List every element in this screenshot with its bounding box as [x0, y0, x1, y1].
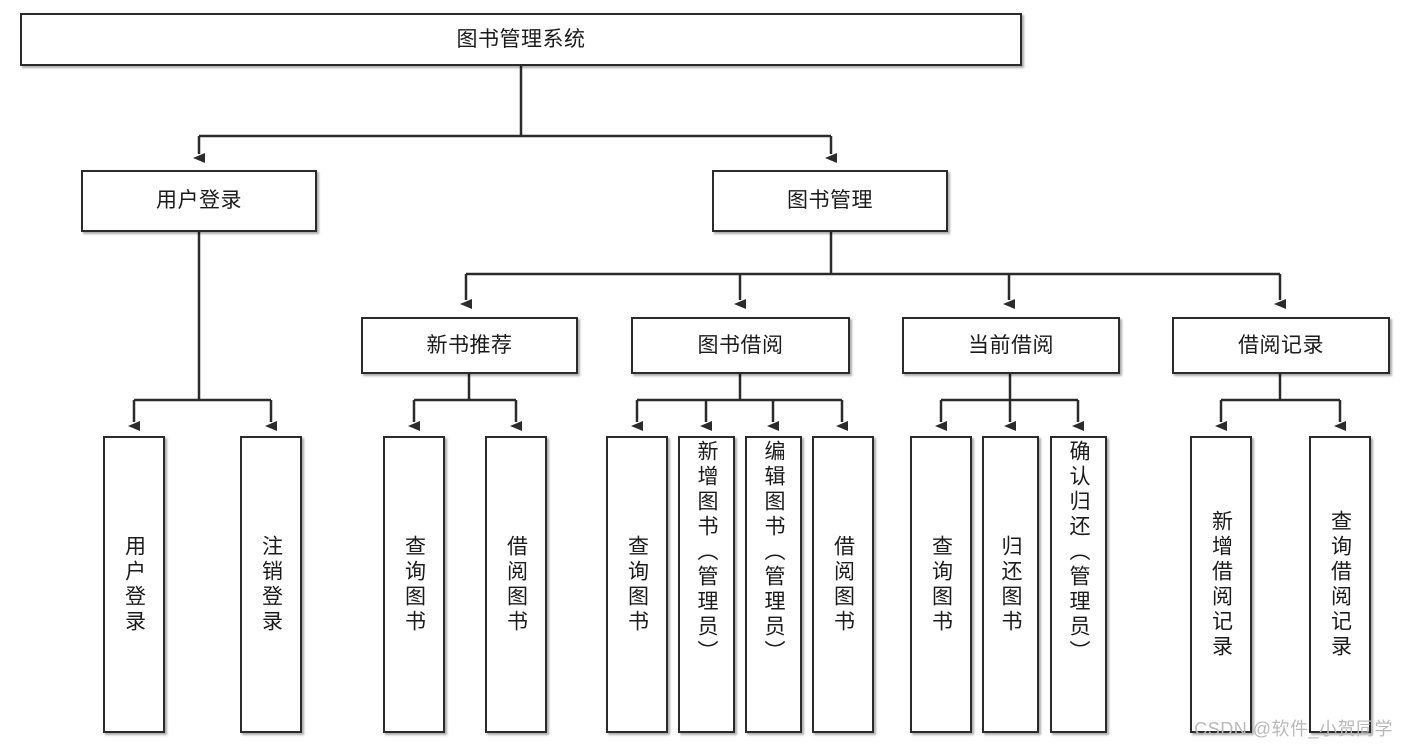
node-leaf-borrow-book-label: 借阅图书: [831, 534, 855, 635]
node-borrow-records-label: 借阅记录: [1238, 333, 1324, 357]
node-leaf-query-book-borrow-label: 查询图书: [625, 534, 649, 635]
node-new-book-recommend-label: 新书推荐: [426, 333, 513, 357]
node-leaf-user-login-label: 用户登录: [122, 534, 146, 635]
node-book-management-label: 图书管理: [787, 189, 873, 213]
node-leaf-return-book-label: 归还图书: [999, 534, 1022, 635]
node-book-management[interactable]: 图书管理: [712, 170, 948, 232]
node-leaf-borrow-book[interactable]: 借阅图书: [812, 436, 874, 733]
node-leaf-query-book-new[interactable]: 查询图书: [383, 436, 445, 733]
node-book-borrow-label: 图书借阅: [697, 333, 784, 357]
node-leaf-return-book[interactable]: 归还图书: [982, 436, 1039, 733]
node-leaf-edit-book-admin-label: 编辑图书（管理员）: [762, 440, 785, 665]
node-leaf-query-book-current-label: 查询图书: [929, 534, 953, 635]
node-leaf-query-book-current[interactable]: 查询图书: [910, 436, 972, 733]
node-current-borrow-label: 当前借阅: [968, 333, 1054, 357]
node-user-login-label: 用户登录: [156, 189, 242, 213]
node-leaf-add-borrow-record-label: 新增借阅记录: [1209, 509, 1233, 660]
node-root[interactable]: 图书管理系统: [20, 13, 1022, 66]
node-leaf-confirm-return-admin[interactable]: 确认归还（管理员）: [1050, 436, 1107, 733]
node-leaf-logout[interactable]: 注销登录: [240, 436, 302, 733]
node-book-borrow[interactable]: 图书借阅: [631, 317, 850, 374]
node-current-borrow[interactable]: 当前借阅: [902, 317, 1120, 374]
node-leaf-add-book-admin-label: 新增图书（管理员）: [695, 440, 718, 665]
node-leaf-query-book-borrow[interactable]: 查询图书: [606, 436, 668, 733]
node-new-book-recommend[interactable]: 新书推荐: [361, 317, 578, 374]
node-leaf-confirm-return-admin-label: 确认归还（管理员）: [1067, 440, 1090, 665]
node-root-label: 图书管理系统: [456, 27, 586, 51]
node-leaf-logout-label: 注销登录: [259, 534, 283, 635]
node-borrow-records[interactable]: 借阅记录: [1172, 317, 1390, 374]
node-leaf-add-book-admin[interactable]: 新增图书（管理员）: [678, 436, 735, 733]
node-leaf-borrow-book-new-label: 借阅图书: [504, 534, 528, 635]
node-leaf-add-borrow-record[interactable]: 新增借阅记录: [1190, 436, 1252, 733]
node-leaf-edit-book-admin[interactable]: 编辑图书（管理员）: [745, 436, 802, 733]
node-leaf-user-login[interactable]: 用户登录: [103, 436, 165, 733]
node-leaf-borrow-book-new[interactable]: 借阅图书: [485, 436, 547, 733]
node-leaf-query-book-new-label: 查询图书: [402, 534, 426, 635]
node-leaf-query-borrow-record-label: 查询借阅记录: [1328, 509, 1352, 660]
node-user-login[interactable]: 用户登录: [81, 170, 317, 232]
node-leaf-query-borrow-record[interactable]: 查询借阅记录: [1309, 436, 1371, 733]
watermark: CSDN @软件_小贺同学: [1194, 719, 1393, 739]
